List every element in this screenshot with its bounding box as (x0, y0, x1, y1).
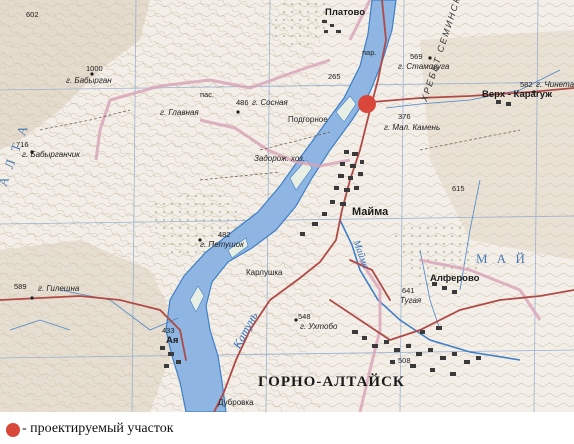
label-508: 508 (398, 356, 411, 365)
label-548: 548 (298, 312, 311, 321)
label-265: 265 (328, 72, 341, 81)
label-glavnaya: г. Главная (160, 108, 199, 117)
label-verkh-karagui: Верх - Карагуж (482, 89, 552, 100)
river-island-2 (289, 159, 313, 191)
settlement-alferovo (432, 282, 457, 294)
river-island-3 (227, 237, 249, 259)
label-zadorozh: Задорож. хоз. (254, 154, 306, 163)
label-platovo: Платово (325, 7, 365, 18)
forest-area-n (270, 0, 330, 50)
red-dot-icon (6, 423, 20, 437)
label-mal-kamen: г. Мал. Камень (384, 123, 441, 132)
settlement-aya (160, 346, 181, 368)
settlement-platovo (322, 20, 341, 33)
mountain-relief-e (420, 30, 574, 260)
forest-area-e (390, 220, 480, 290)
label-582: 582 (520, 80, 533, 89)
settlement-gorno-altaysk (352, 326, 481, 376)
label-chineta: г. Чинета (536, 80, 574, 89)
label-716: 716 (16, 140, 29, 149)
roads (0, 0, 574, 412)
label-ferry: пар. (362, 48, 377, 57)
label-602: 602 (26, 10, 39, 19)
map-legend: - проектируемый участок (0, 412, 574, 444)
label-stamovuga: г. Стамовуга (398, 62, 450, 71)
mountain-relief-nw (0, 0, 150, 150)
label-gorno-altaysk: ГОРНО-АЛТАЙСК (258, 374, 405, 390)
settlement-mayma (300, 150, 364, 236)
label-615: 615 (452, 184, 465, 193)
label-589: 589 (14, 282, 27, 291)
label-569: 569 (410, 52, 423, 61)
settlements (160, 20, 511, 376)
label-376: 376 (398, 112, 411, 121)
label-tugaya: Тугая (400, 296, 422, 305)
settlement-verkh-karagui (496, 100, 511, 106)
mountain-relief-sw (0, 240, 180, 412)
label-1000: 1000 (86, 64, 103, 73)
label-mayma: Майма (352, 206, 389, 218)
label-ukhtobo: г. Ухтобо (300, 322, 338, 331)
river-island-4 (189, 285, 205, 313)
boundaries (94, 0, 542, 412)
map-graphic (0, 0, 574, 412)
label-641: 641 (402, 286, 415, 295)
label-alferovo: Алферово (430, 273, 480, 284)
label-gileshna: г. Гилешна (38, 284, 80, 293)
label-sosnaya: г. Сосная (252, 98, 288, 107)
projected-site-marker (358, 95, 376, 113)
peak-markers (30, 56, 536, 322)
label-petushok: г. Петушок (200, 240, 244, 249)
topographic-map[interactable]: Платово пар. 265 569 г. Стамовуга 582 г.… (0, 0, 574, 412)
mayma-river (339, 219, 521, 361)
minor-roads (39, 109, 521, 181)
label-pass: пас. (200, 90, 215, 99)
label-baburgan: г. Бабырган (66, 76, 112, 85)
label-aya: Ая (166, 335, 179, 346)
label-482: 482 (218, 230, 231, 239)
river-island-1 (335, 95, 357, 123)
label-dubrovka: Дубровка (218, 398, 254, 407)
label-486: 486 (236, 98, 249, 107)
legend-label: - проектируемый участок (22, 421, 174, 436)
label-baburganchik: г. Бабырганчик (22, 150, 80, 159)
label-karlushka: Карлушка (246, 268, 283, 277)
label-433: 433 (162, 326, 175, 335)
katun-river (165, 0, 397, 412)
label-range-mai: М А Й (476, 251, 528, 266)
label-podgornoe: Подгорное (288, 115, 328, 124)
